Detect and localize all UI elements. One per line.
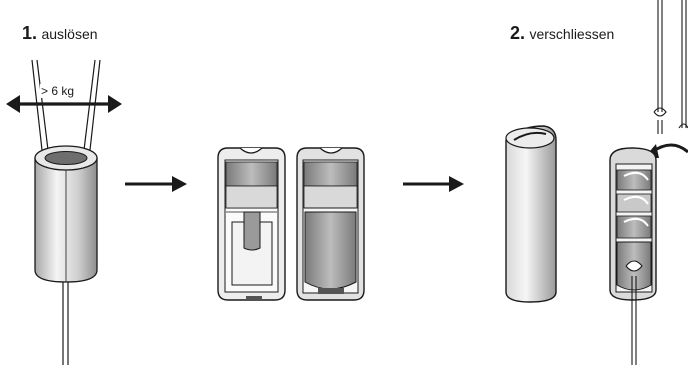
- arrow-2: [403, 176, 464, 192]
- step-2-number: 2.: [510, 23, 526, 43]
- cylinder-closed: [34, 145, 98, 283]
- weight-label: > 6 kg: [40, 84, 76, 98]
- step-1-label: 1. auslösen: [22, 23, 98, 44]
- right-half: [296, 147, 365, 301]
- step2-assembly: [609, 0, 688, 365]
- top-cords: [653, 0, 688, 134]
- step2-closed-half: [505, 125, 557, 303]
- left-half: [217, 147, 286, 301]
- step-1-number: 1.: [22, 23, 38, 43]
- arrow-1: [125, 176, 187, 192]
- pull-arrow: [6, 95, 122, 113]
- opened-halves: [217, 147, 365, 301]
- step-2-text: verschliessen: [529, 26, 615, 42]
- lower-cord: [62, 282, 69, 365]
- step1-figure: [6, 59, 122, 365]
- step-1-text: auslösen: [41, 26, 98, 42]
- step-2-label: 2. verschliessen: [510, 23, 614, 44]
